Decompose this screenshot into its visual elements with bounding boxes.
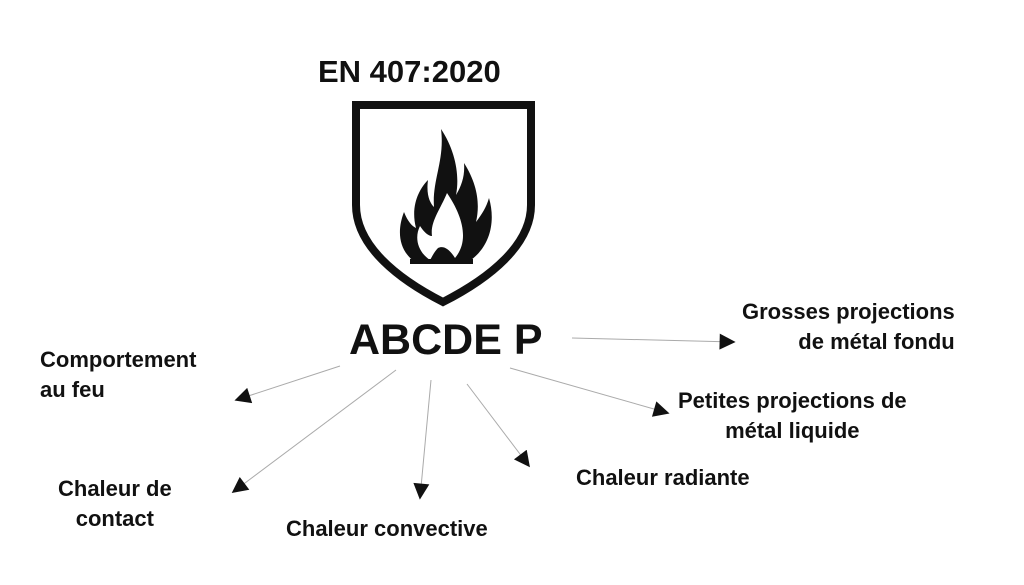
- label-line: Chaleur de: [58, 476, 172, 501]
- label-line: Petites projections de: [678, 388, 907, 413]
- label-radiant-heat: Chaleur radiante: [576, 465, 750, 490]
- label-contact-heat: Chaleur de contact: [58, 474, 172, 534]
- label-small-splashes: Petites projections de métal liquide: [678, 386, 907, 446]
- arrow-radiant-heat: [466, 383, 530, 468]
- label-line: Comportement: [40, 347, 197, 372]
- label-line: contact: [75, 506, 154, 531]
- label-line: métal liquide: [725, 418, 860, 443]
- arrow-convective-heat: [413, 379, 432, 500]
- arrows: [231, 333, 736, 500]
- arrow-fire-behaviour: [234, 365, 341, 404]
- label-line: au feu: [40, 377, 105, 402]
- arrow-small-splashes: [509, 367, 670, 417]
- label-large-splashes: Grosses projections de métal fondu: [742, 297, 955, 357]
- flame-icon: [399, 129, 492, 264]
- arrow-large-splashes: [571, 333, 736, 350]
- label-convective-heat: Chaleur convective: [286, 516, 488, 541]
- standard-title: EN 407:2020: [318, 54, 501, 89]
- performance-code: ABCDE P: [349, 316, 543, 364]
- arrow-contact-heat: [231, 369, 397, 493]
- label-line: Grosses projections: [742, 299, 955, 324]
- label-line: de métal fondu: [798, 329, 955, 354]
- label-fire-behaviour: Comportement au feu: [40, 345, 196, 405]
